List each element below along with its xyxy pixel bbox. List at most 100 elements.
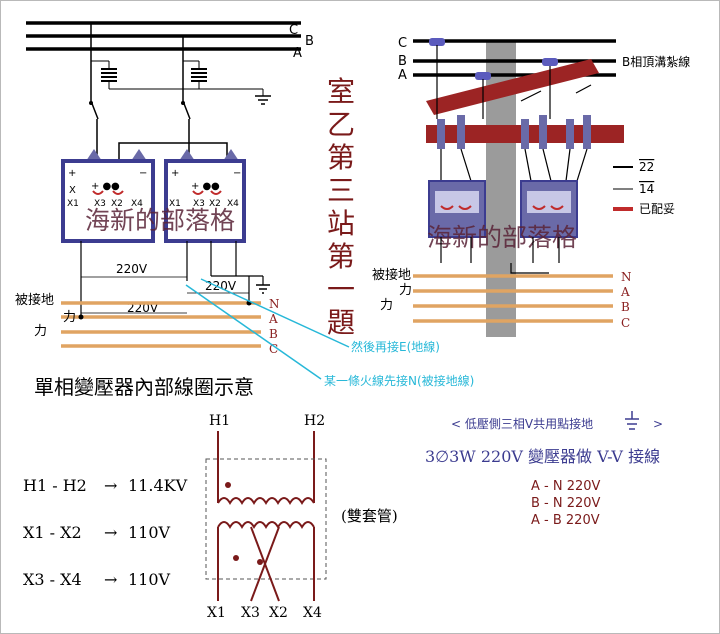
rating-x1-x2-pair: X1 - X2: [23, 523, 82, 542]
left-power-top: 力: [63, 310, 76, 325]
left-voltage-220v-mid: 220V: [205, 279, 237, 293]
left-bus-label-c: C: [269, 342, 278, 356]
vtitle-char-3: 第: [327, 141, 355, 174]
primary-winding: [217, 497, 315, 505]
coil-h1-label: H1: [209, 413, 230, 429]
common-ground-note: < 低壓側三相V共用點接地: [451, 416, 593, 431]
left-phase-a-label: A: [293, 46, 302, 61]
legend-14: 14: [639, 182, 654, 196]
right-phase-a-label: A: [398, 68, 407, 83]
left-bus-label-a: A: [268, 312, 278, 326]
voltage-a-b: A - B 220V: [531, 513, 600, 528]
t2-terminal-x2: X2: [209, 199, 221, 209]
right-power-top: 力: [399, 283, 412, 298]
vtitle-char-1: 室: [327, 75, 355, 108]
svg-text:−: −: [139, 168, 147, 179]
left-lightning-arrester-2: [191, 61, 207, 89]
left-transformer-2: + − + ● ● X1 X3 X2 X4: [164, 149, 246, 243]
right-watermark: 海新的部落格: [427, 223, 577, 252]
t1-terminal-x1: X1: [67, 199, 79, 209]
vtitle-char-2: 乙: [327, 108, 355, 141]
legend-installed: 已配妥: [639, 202, 675, 216]
rating-h1-h2-pair: H1 - H2: [23, 476, 87, 495]
cyan-leader-2: [185, 284, 322, 380]
left-bus-label-n: N: [269, 297, 280, 311]
svg-text:−: −: [233, 168, 241, 179]
t1-terminal-x2: X2: [111, 199, 123, 209]
left-watermark: 海新的部落格: [85, 206, 235, 235]
double-sleeve-label: (雙套管): [341, 507, 398, 525]
rating-x3-x4-pair: X3 - X4: [23, 570, 82, 589]
ratings-list: H1 - H2 → 11.4KV X1 - X2 → 110V X3 - X4 …: [23, 476, 188, 589]
rating-x3-x4-value: 110V: [128, 570, 171, 589]
right-phase-b-label: B: [398, 54, 407, 69]
common-ground-close: >: [653, 417, 663, 431]
vtitle-char-5: 站: [327, 207, 355, 240]
coil-x2-label: X2: [269, 605, 288, 621]
left-wiring-diagram: C B A: [15, 21, 474, 388]
coil-x1-label: X1: [207, 605, 226, 621]
left-fuse-cutout-1: [89, 100, 99, 120]
coil-x3-label: X3: [241, 605, 260, 621]
coil-diagram: H1 H2 X1 X3 X2 X4 (雙套管): [205, 413, 398, 621]
b-phase-tie-label: B相頂溝紮線: [622, 54, 690, 69]
vertical-title: 室 乙 第 三 站 第 一 題: [327, 75, 355, 339]
right-power-bottom: 力: [380, 298, 393, 313]
rating-arrow-1: →: [104, 476, 117, 495]
right-grounded-label: 被接地: [372, 267, 411, 283]
vtitle-char-4: 三: [327, 174, 355, 207]
section-title: 單相變壓器內部線圈示意: [34, 375, 254, 399]
vtitle-char-7: 一: [327, 273, 355, 306]
right-bus-label-c: C: [621, 316, 630, 330]
right-cutouts: [437, 115, 591, 149]
left-grounded-label: 被接地: [15, 292, 54, 308]
left-phase-c-label: C: [289, 23, 298, 38]
cyan-leader-1: [200, 278, 350, 348]
left-voltage-220v-top: 220V: [116, 262, 148, 276]
left-transformer-1: + − + ● ● X X1 X3 X2 X4: [61, 149, 155, 243]
left-fuse-cutout-2: [181, 100, 191, 120]
rating-x1-x2-value: 110V: [128, 523, 171, 542]
right-transformer-1: [428, 180, 486, 238]
left-bus-label-b: B: [269, 327, 278, 341]
right-bus-label-b: B: [621, 300, 630, 314]
right-bus-label-a: A: [620, 285, 630, 299]
upper-crossarm: [426, 59, 599, 115]
voltage-a-n: A - N 220V: [531, 479, 601, 494]
note-first-neutral: 某一條火線先接N(被接地線): [324, 373, 474, 388]
svg-text:+ ●: + ●: [191, 181, 212, 192]
t2-terminal-x3: X3: [193, 199, 205, 209]
rating-arrow-3: →: [104, 570, 117, 589]
left-phase-b-label: B: [305, 34, 314, 49]
left-power-bottom: 力: [34, 324, 47, 339]
svg-text:●: ●: [211, 181, 220, 192]
right-transformer-2: [520, 180, 578, 238]
note-then-ground: 然後再接E(地線): [351, 339, 440, 354]
rating-arrow-2: →: [104, 523, 117, 542]
right-bus-label-n: N: [621, 270, 632, 284]
secondary-winding: [217, 521, 315, 529]
rating-h1-h2-value: 11.4KV: [128, 476, 188, 495]
vtitle-char-6: 第: [327, 240, 355, 273]
right-phase-c-label: C: [398, 36, 407, 51]
voltage-b-n: B - N 220V: [531, 496, 601, 511]
svg-text:+: +: [68, 168, 76, 179]
info-title: 3∅3W 220V 變壓器做 V-V 接線: [425, 447, 660, 466]
ground-icon: [625, 411, 639, 430]
t1-terminal-x4: X4: [131, 199, 143, 209]
svg-text:●: ●: [111, 181, 120, 192]
coil-h2-label: H2: [304, 413, 325, 429]
right-pole-diagram: C B A B相頂溝紮線: [372, 36, 690, 337]
left-ground-symbol-top: [255, 95, 271, 105]
coil-x4-label: X4: [303, 605, 322, 621]
vtitle-char-8: 題: [327, 306, 355, 339]
left-ground-symbol-secondary: [256, 284, 270, 294]
t2-terminal-x4: X4: [227, 199, 239, 209]
svg-text:+: +: [171, 168, 179, 179]
t2-terminal-x1: X1: [169, 199, 181, 209]
left-lightning-arrester-1: [101, 61, 117, 89]
svg-text:+ ●: + ●: [91, 181, 112, 192]
legend-22: 22: [639, 160, 654, 174]
svg-text:X: X: [69, 185, 76, 196]
